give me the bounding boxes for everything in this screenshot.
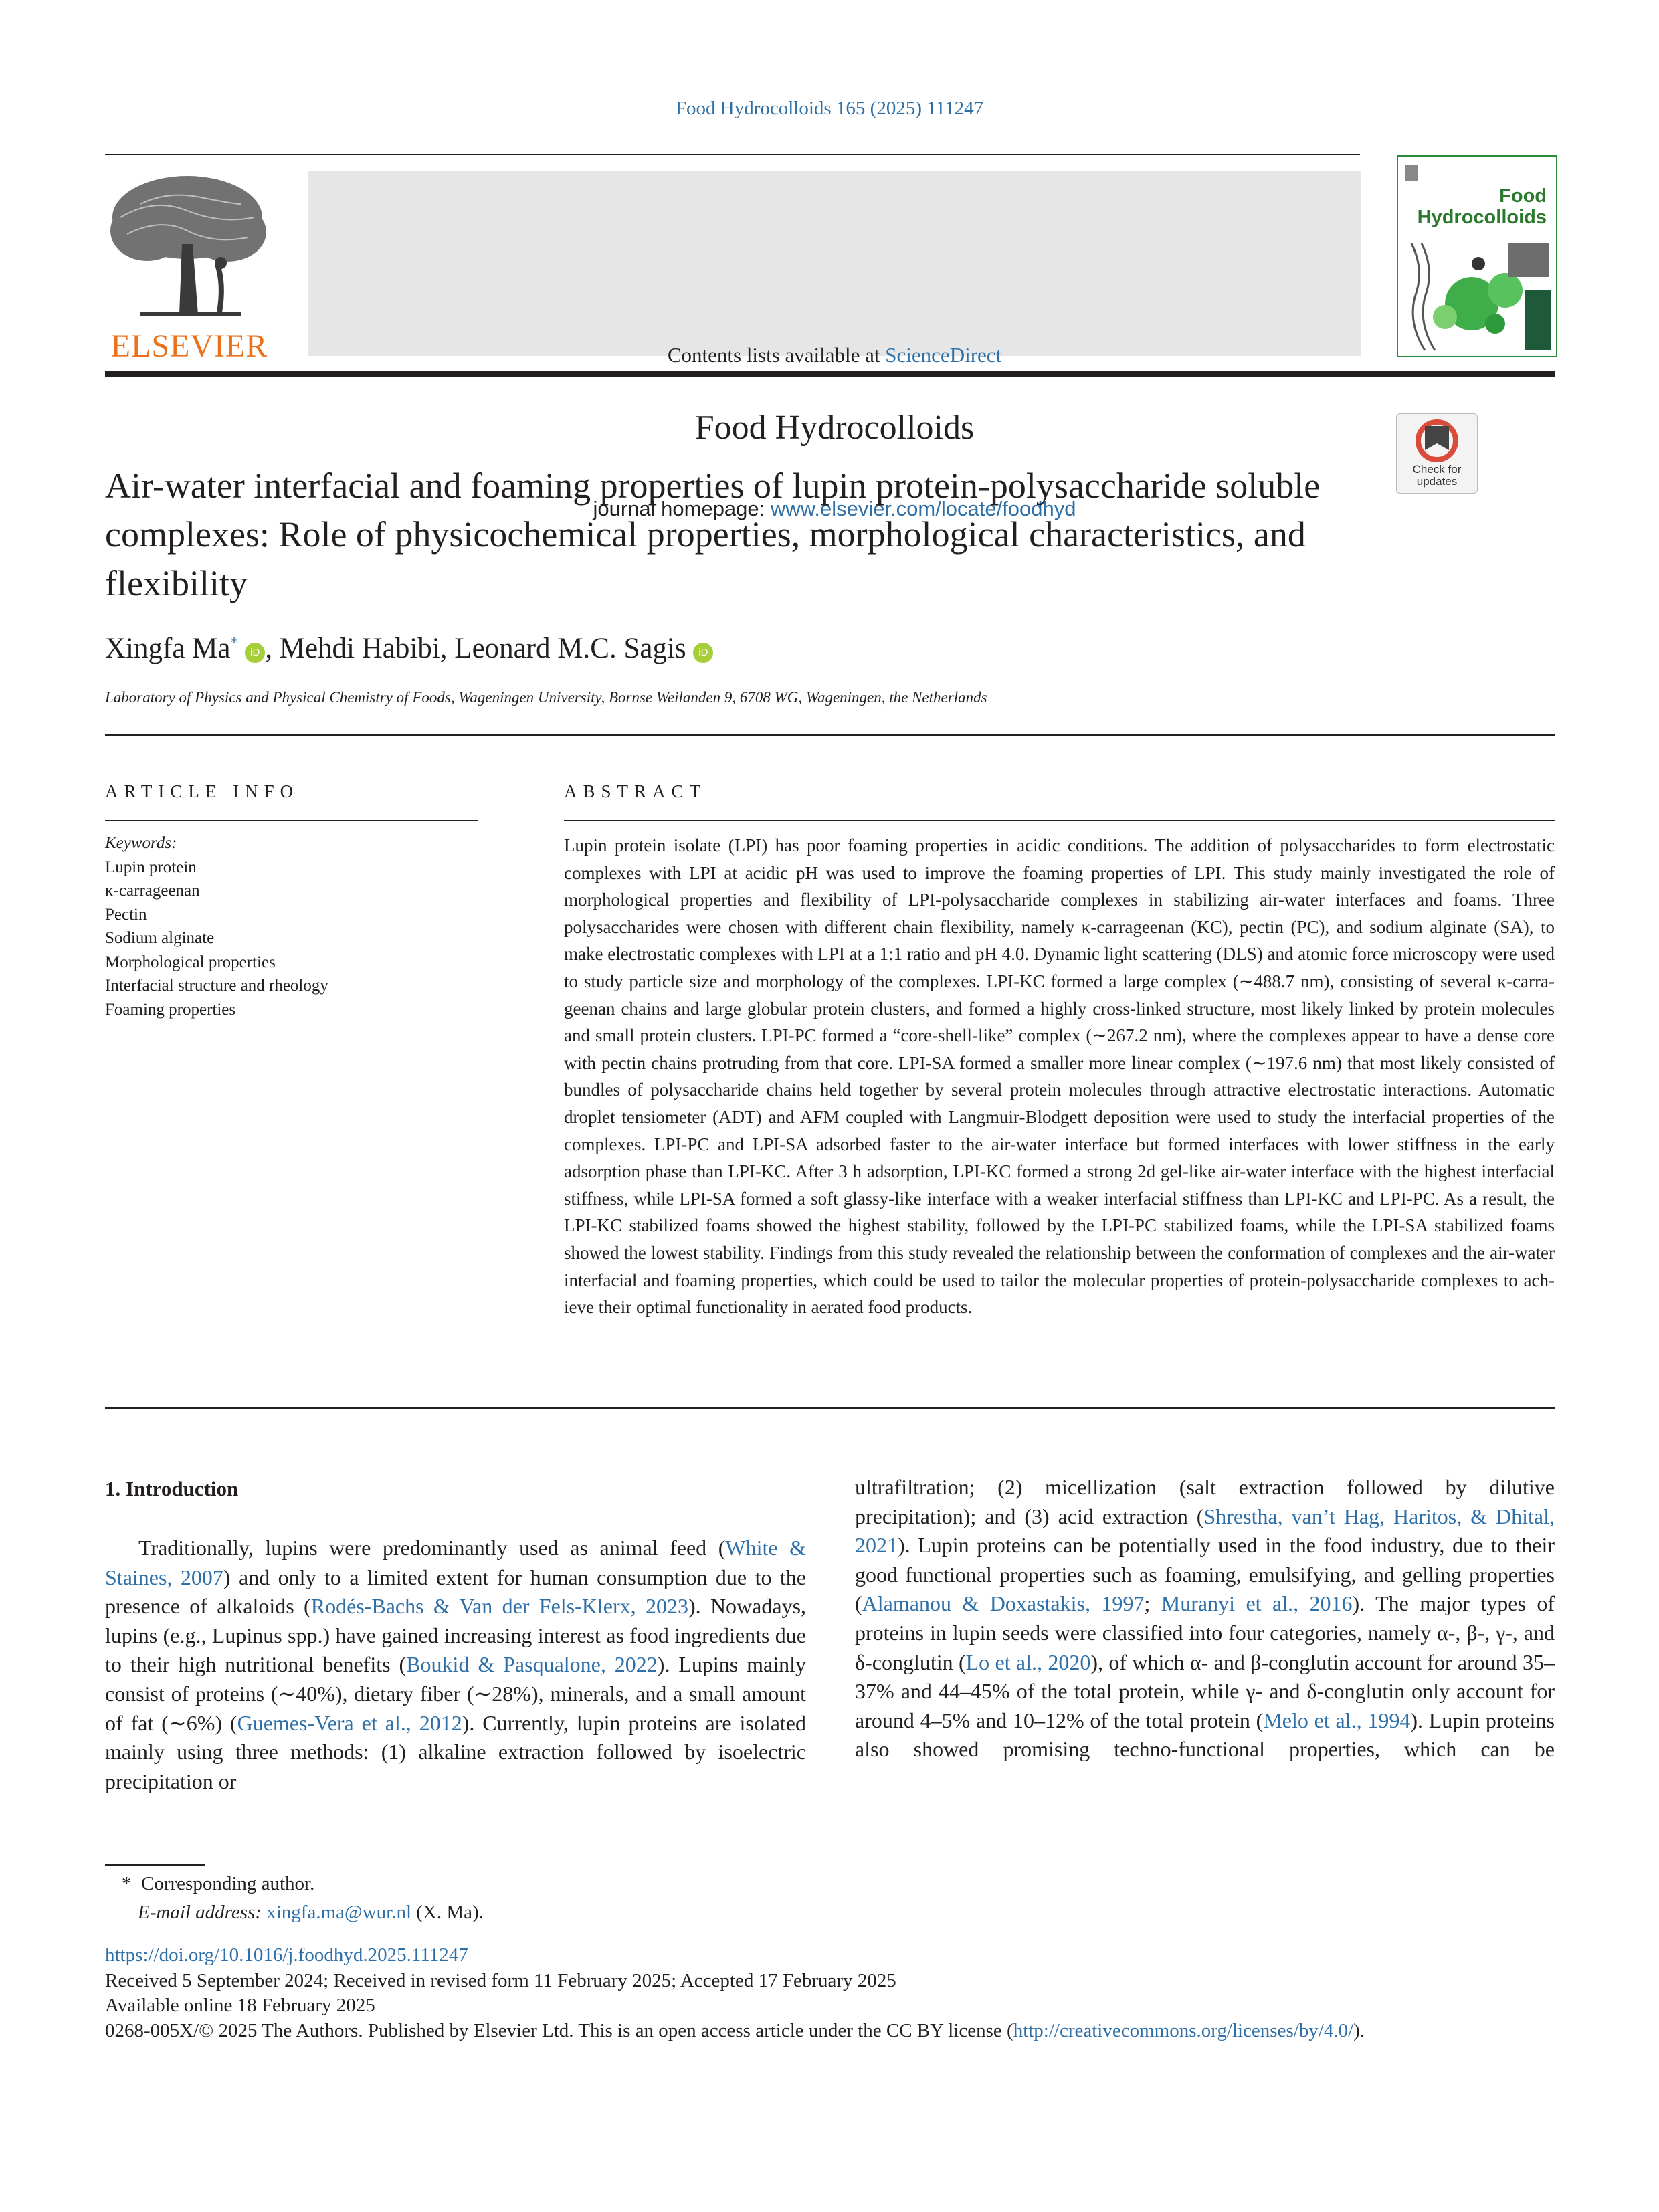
orcid-icon[interactable]: iD <box>693 643 714 663</box>
available-online: Available online 18 February 2025 <box>105 1995 375 2016</box>
keyword-item: Morphological properties <box>105 952 276 971</box>
email-note: E-mail address: xingfa.ma@wur.nl (X. Ma)… <box>122 1898 484 1927</box>
abstract-end-rule <box>105 1407 1555 1409</box>
corresponding-mark[interactable]: * <box>230 633 238 651</box>
author-name[interactable]: Xingfa Ma <box>105 633 231 664</box>
citation-link[interactable]: White & Staines, 2007 <box>105 1536 806 1589</box>
doi-link[interactable]: https://doi.org/10.1016/j.foodhyd.2025.1… <box>105 1944 468 1966</box>
body-column-right: ultrafiltration; (2) micellization (salt… <box>855 1473 1555 1765</box>
citation-link[interactable]: Rodés-Bachs & Van der Fels-Klerx, 2023 <box>310 1594 688 1619</box>
text-run: ). The major types of proteins in lupin … <box>855 1591 1555 1674</box>
email-link[interactable]: xingfa.ma@wur.nl <box>266 1902 412 1923</box>
elsevier-tree-icon <box>110 176 266 316</box>
text-run: ), of which α- and β-conglutin account f… <box>855 1649 1555 1732</box>
elsevier-wordmark: ELSEVIER <box>110 328 268 364</box>
citation-link[interactable]: Guemes-Vera et al., 2012 <box>237 1710 462 1735</box>
check-for-updates-badge[interactable]: Check for updates <box>1396 413 1478 494</box>
keyword-item: Pectin <box>105 905 147 924</box>
cover-title-food: Food <box>1499 185 1547 207</box>
text-run: ). Lupin proteins also showed promising … <box>855 1708 1555 1762</box>
license-prefix: 0268-005X/© 2025 The Authors. Published … <box>105 2019 1013 2041</box>
orcid-icon[interactable]: iD <box>245 643 266 663</box>
homepage-link[interactable]: www.elsevier.com/locate/foodhyd <box>770 497 1076 520</box>
citation-link[interactable]: Lo et al., 2020 <box>965 1649 1091 1674</box>
body-column-left: Traditionally, lupins were predominantly… <box>105 1534 806 1796</box>
author-separator: , <box>265 633 280 664</box>
intro-paragraph-continued: ultrafiltration; (2) micellization (salt… <box>855 1473 1555 1765</box>
keyword-item: Lupin protein <box>105 858 197 876</box>
text-run: ). Currently, lupin proteins are isolate… <box>105 1710 806 1793</box>
journal-header-box: Contents lists available at ScienceDirec… <box>308 171 1361 520</box>
abstract-heading: ABSTRACT <box>564 781 707 801</box>
intro-paragraph: Traditionally, lupins were predominantly… <box>105 1534 806 1796</box>
citation-link[interactable]: Muranyi et al., 2016 <box>1161 1591 1353 1616</box>
received-dates: Received 5 September 2024; Received in r… <box>105 1969 896 1991</box>
keyword-item: Foaming properties <box>105 1000 236 1019</box>
text-run: ; <box>1144 1591 1161 1616</box>
journal-cover-art: Food Hydrocolloids <box>1398 157 1556 356</box>
affiliation-rule <box>105 734 1555 736</box>
keyword-item: Interfacial structure and rheology <box>105 977 328 995</box>
check-updates-line2: updates <box>1417 475 1458 488</box>
keyword-item: κ-carrageenan <box>105 882 200 900</box>
keywords-list: Keywords: Lupin protein κ-carrageenan Pe… <box>105 831 328 1021</box>
abstract-body: Lupin protein isolate (LPI) has poor foa… <box>564 835 1555 1318</box>
footnote-mark: * <box>122 1873 132 1894</box>
article-info-heading: ARTICLE INFO <box>105 781 300 801</box>
journal-cover-thumbnail[interactable]: Food Hydrocolloids <box>1397 155 1557 357</box>
elsevier-tree-logo <box>100 171 274 361</box>
check-updates-line1: Check for <box>1413 463 1462 476</box>
keywords-label: Keywords: <box>105 834 177 852</box>
journal-homepage: journal homepage: www.elsevier.com/locat… <box>308 497 1361 521</box>
citation-link[interactable]: Alamanou & Doxastakis, 1997 <box>862 1591 1145 1616</box>
citation-link[interactable]: Boukid & Pasqualone, 2022 <box>406 1652 658 1677</box>
license-line: 0268-005X/© 2025 The Authors. Published … <box>105 2019 1365 2044</box>
article-metadata: https://doi.org/10.1016/j.foodhyd.2025.1… <box>105 1943 1365 2043</box>
text-run: ). Lupin proteins can be potentially use… <box>855 1533 1555 1616</box>
corresponding-author-note: * Corresponding author. <box>122 1870 484 1898</box>
license-link[interactable]: http://creativecommons.org/licenses/by/4… <box>1013 2019 1354 2041</box>
journal-citation[interactable]: Food Hydrocolloids 165 (2025) 111247 <box>675 98 984 119</box>
text-run: ) and only to a limited extent for human… <box>105 1565 807 1619</box>
footnote-rule <box>105 1864 205 1866</box>
corresponding-label: Corresponding author. <box>141 1873 315 1894</box>
text-run: Traditionally, lupins were predominantly… <box>138 1536 726 1560</box>
introduction-heading: 1. Introduction <box>105 1477 239 1500</box>
header-thick-rule <box>105 371 1555 377</box>
contents-line: Contents lists available at ScienceDirec… <box>308 343 1361 367</box>
text-run: ). Lupins mainly consist of proteins (∼4… <box>105 1652 807 1735</box>
citation-link[interactable]: Shrestha, van’t Hag, Haritos, & Dhital, … <box>855 1504 1555 1558</box>
text-run: ). Nowadays, lupins (e.g., Lupinus spp.)… <box>105 1594 807 1677</box>
citation-link[interactable]: Melo et al., 1994 <box>1263 1708 1411 1732</box>
footnote: * Corresponding author. E-mail address: … <box>122 1870 484 1927</box>
author-list: Xingfa Ma* iD, Mehdi Habibi, Leonard M.C… <box>105 632 714 665</box>
author-name[interactable]: Mehdi Habibi <box>279 633 440 664</box>
article-title: Air-water interfacial and foaming proper… <box>105 466 1321 603</box>
sciencedirect-link[interactable]: ScienceDirect <box>885 343 1002 367</box>
cover-title-hydrocolloids: Hydrocolloids <box>1418 207 1547 228</box>
keyword-item: Sodium alginate <box>105 929 215 947</box>
abstract-rule <box>564 820 1555 821</box>
email-label: E-mail address: <box>138 1902 262 1923</box>
email-suffix: (X. Ma). <box>411 1902 484 1923</box>
journal-title: Food Hydrocolloids <box>694 409 975 447</box>
author-separator: , <box>440 633 455 664</box>
license-suffix: ). <box>1353 2019 1365 2041</box>
check-for-updates-icon: Check for updates <box>1413 419 1462 488</box>
author-name[interactable]: Leonard M.C. Sagis <box>454 633 686 664</box>
article-info-rule <box>105 820 478 821</box>
contents-prefix: Contents lists available at <box>667 343 886 367</box>
homepage-prefix: journal homepage: <box>593 497 771 520</box>
top-rule <box>105 154 1360 155</box>
text-run: ultrafiltration; (2) micellization (salt… <box>855 1475 1555 1528</box>
affiliation: Laboratory of Physics and Physical Chemi… <box>105 689 987 706</box>
